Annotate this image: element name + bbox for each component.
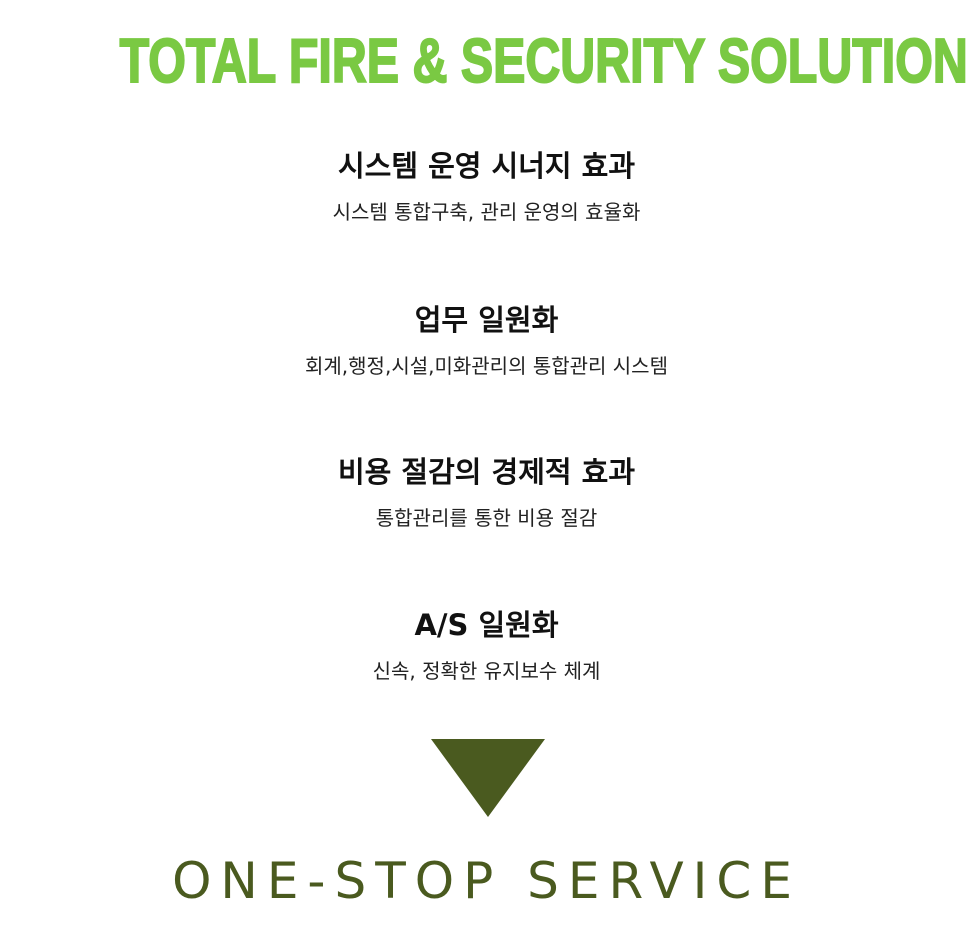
main-title: TOTAL FIRE & SECURITY SOLUTION	[0, 26, 973, 97]
benefit-heading: A/S 일원화	[414, 608, 559, 642]
benefit-description: 통합관리를 통한 비용 절감	[375, 506, 598, 530]
benefit-item: 비용 절감의 경제적 효과 통합관리를 통한 비용 절감	[0, 454, 973, 531]
main-title-text: TOTAL FIRE & SECURITY SOLUTION	[119, 26, 969, 97]
one-stop-service-label: ONE-STOP SERVICE	[172, 852, 801, 910]
benefit-item: 업무 일원화 회계,행정,시설,미화관리의 통합관리 시스템	[0, 302, 973, 379]
down-triangle-icon	[431, 739, 545, 817]
benefit-description: 회계,행정,시설,미화관리의 통합관리 시스템	[305, 354, 668, 378]
benefit-description: 시스템 통합구축, 관리 운영의 효율화	[332, 200, 641, 224]
benefit-item: 시스템 운영 시너지 효과 시스템 통합구축, 관리 운영의 효율화	[0, 148, 973, 225]
benefit-item: A/S 일원화 신속, 정확한 유지보수 체계	[0, 607, 973, 684]
benefit-description: 신속, 정확한 유지보수 체계	[372, 659, 601, 683]
benefit-heading: 비용 절감의 경제적 효과	[337, 455, 636, 489]
benefit-heading: 시스템 운영 시너지 효과	[337, 149, 636, 183]
benefit-heading: 업무 일원화	[414, 303, 559, 337]
